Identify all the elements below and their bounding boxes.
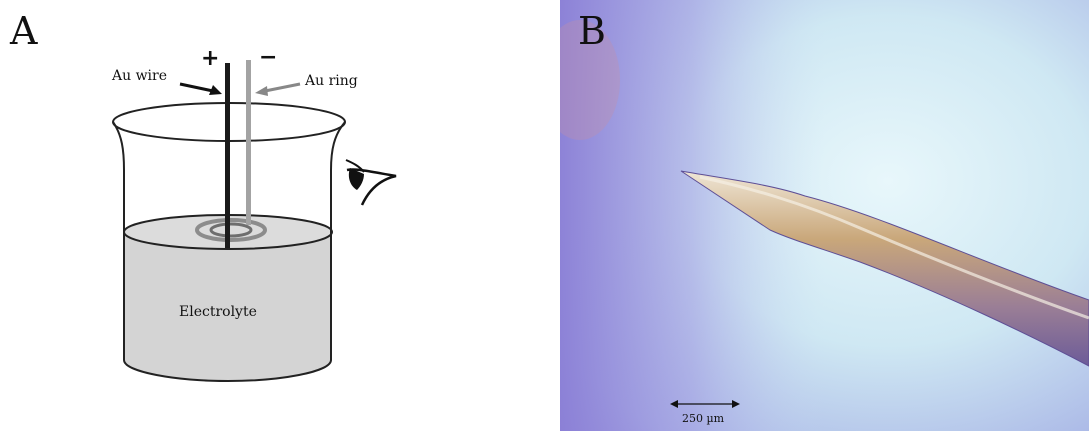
tip-micrograph [560,0,1089,431]
au-wire [225,63,230,248]
panel-b-micrograph: B 250 µm [560,0,1089,431]
panel-label-a: A [10,12,37,50]
ring-arrow-head [255,86,268,96]
minus-sign: − [259,47,277,69]
eye-icon [346,160,396,205]
electrolyte-label: Electrolyte [179,304,257,320]
ring-label-arrow [265,84,300,91]
beaker-diagram [0,0,560,431]
scale-bar-label: 250 µm [682,412,724,425]
panel-a-schematic: A + − Au wire Au ring Electrolyte [0,0,560,431]
au-ring-label: Au ring [305,73,358,89]
wire-label-arrow [180,84,213,91]
au-wire-label: Au wire [112,68,167,84]
panel-label-b: B [578,12,606,50]
plus-sign: + [201,48,219,70]
beaker-left-wall [113,122,124,360]
au-ring-lead [246,60,251,225]
beaker-right-wall [331,122,345,360]
